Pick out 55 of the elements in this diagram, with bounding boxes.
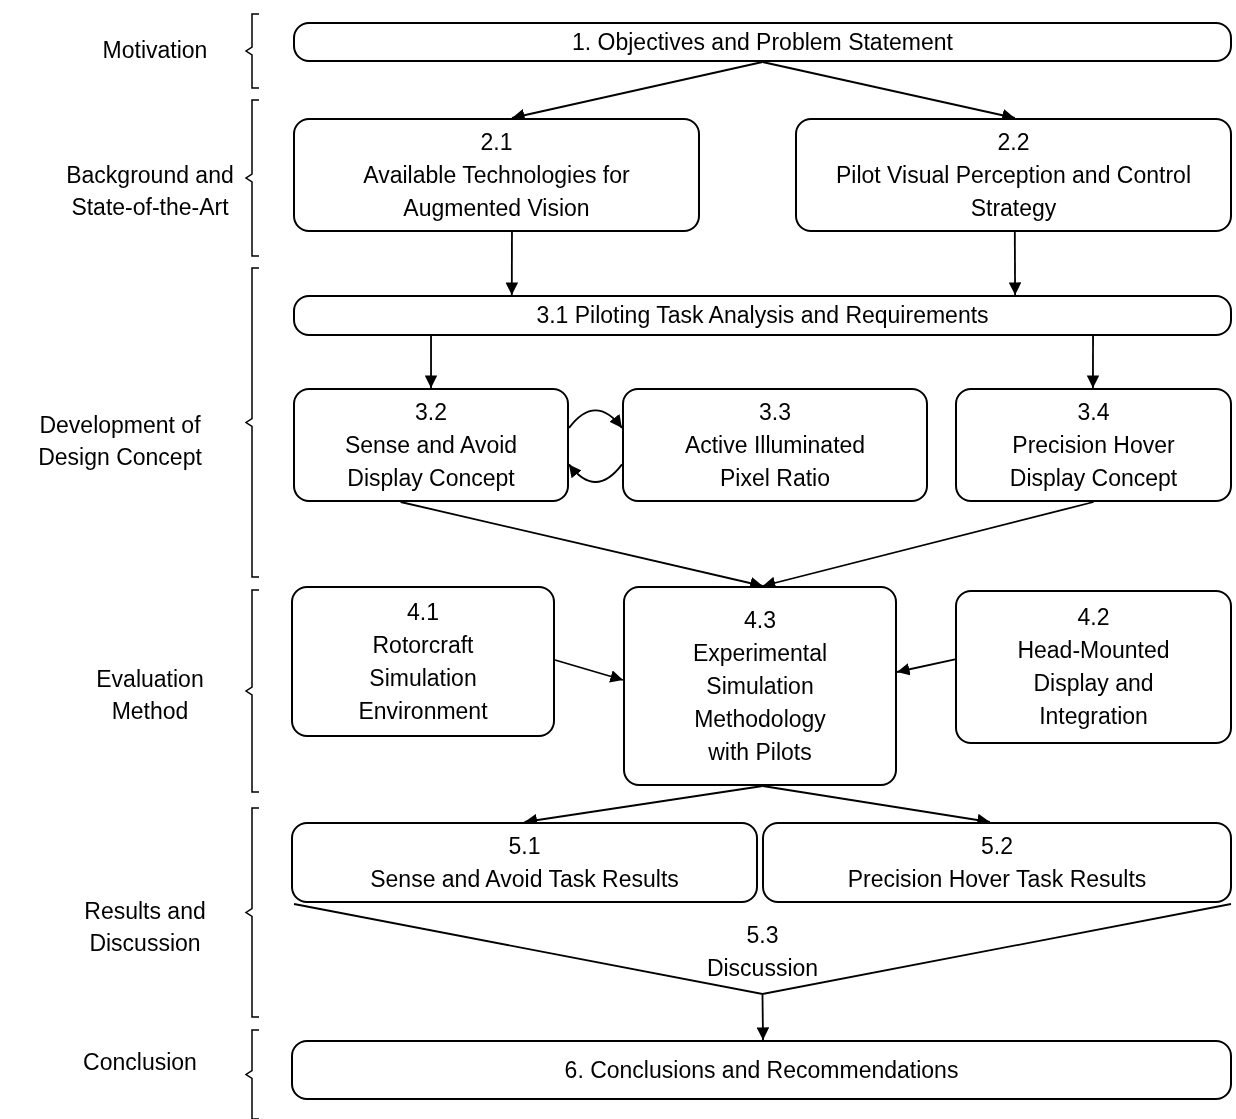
- process-box: [293, 295, 1232, 336]
- process-box: [955, 388, 1232, 502]
- process-box: [622, 388, 928, 502]
- box-title: Sense and Avoid Task Results: [370, 864, 679, 894]
- process-box: [293, 22, 1232, 62]
- section-number: 3.2: [415, 397, 447, 427]
- arrow: [896, 658, 956, 676]
- section-number: 4.3: [744, 605, 776, 635]
- process-box: [293, 388, 569, 502]
- arrow: [554, 659, 624, 683]
- box-title: Rotorcraft Simulation Environment: [357, 630, 489, 726]
- process-box: [291, 586, 555, 737]
- funnel-shape: [293, 903, 1232, 995]
- section-label: Motivation: [101, 36, 209, 65]
- box-title: Available Technologies for Augmented Vision: [362, 160, 631, 223]
- box-title: Precision Hover Display Concept: [1008, 430, 1179, 493]
- section-number: 5.1: [508, 831, 541, 861]
- arrow: [505, 231, 519, 296]
- section-number: 5.2: [981, 831, 1013, 861]
- section-label: Conclusion: [82, 1048, 198, 1077]
- process-box: [623, 586, 897, 786]
- process-box: [293, 118, 700, 232]
- arrow: [761, 501, 1095, 589]
- process-box: [955, 590, 1232, 744]
- section-number: 3.3: [759, 397, 791, 427]
- arrow: [1086, 335, 1100, 389]
- section-number: 2.2: [997, 127, 1030, 157]
- box-title: Pilot Visual Perception and Control Strategy: [835, 160, 1192, 223]
- section-number: 5.3: [746, 921, 779, 950]
- box-title: Precision Hover Task Results: [847, 864, 1147, 894]
- section-number: 4.1: [407, 597, 439, 627]
- box-title: Experimental Simulation Methodology with Pilots: [691, 638, 829, 767]
- process-box: [795, 118, 1232, 232]
- box-title: Discussion: [706, 954, 819, 983]
- arrow: [1008, 231, 1022, 296]
- section-label: Results and Discussion: [83, 897, 207, 958]
- box-title: Head-Mounted Display and Integration: [1016, 636, 1171, 731]
- process-box: [762, 822, 1232, 903]
- box-title: 3.1 Piloting Task Analysis and Requirements: [536, 301, 989, 330]
- section-number: 4.2: [1077, 603, 1110, 632]
- section-number: 3.4: [1077, 397, 1110, 427]
- section-label: Evaluation Method: [95, 665, 205, 726]
- box-title: Sense and Avoid Display Concept: [343, 430, 519, 493]
- process-box: [291, 822, 758, 903]
- section-number: 2.1: [480, 127, 513, 157]
- arrow: [756, 994, 770, 1041]
- process-box: [291, 1040, 1232, 1100]
- section-label: Background and State-of-the-Art: [65, 161, 235, 222]
- box-title: 1. Objectives and Problem Statement: [572, 27, 953, 57]
- arrow: [424, 335, 438, 389]
- box-title: 6. Conclusions and Recommendations: [564, 1055, 959, 1085]
- box-title: Active Illuminated Pixel Ratio: [683, 430, 867, 493]
- arrow: [568, 463, 623, 483]
- section-label: Development of Design Concept: [37, 411, 203, 472]
- arrow: [568, 409, 623, 429]
